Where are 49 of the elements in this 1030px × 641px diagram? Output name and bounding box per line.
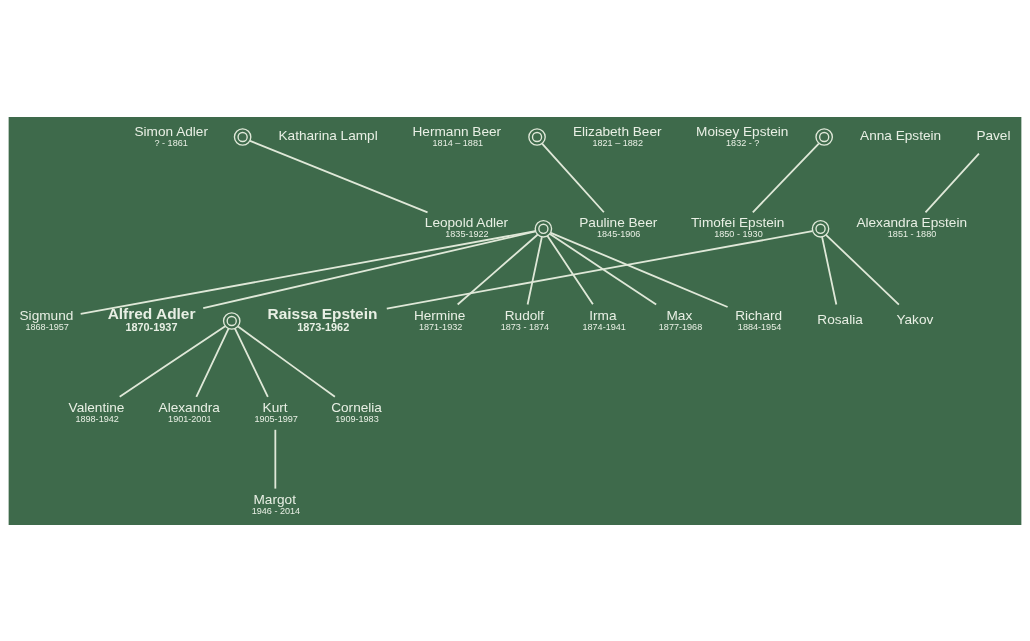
node-text: Raissa Epstein 1873-1962 (267, 304, 378, 333)
node-text: Margot 1946 - 2014 (251, 491, 301, 516)
node-text: Pauline Beer 1845-1906 (579, 214, 658, 239)
node-text: Hermann Beer 1814 – 1881 (412, 123, 502, 148)
node-text: Max 1877-1968 (658, 307, 703, 332)
node-text: Timofei Epstein 1850 - 1930 (691, 214, 785, 239)
node-text: Leopold Adler 1835-1922 (424, 214, 509, 239)
connector (456, 233, 539, 305)
connector (118, 324, 227, 398)
node-text: Hermine 1871-1932 (413, 307, 466, 332)
node-text: Alexandra 1901-2001 (158, 399, 220, 424)
node-text: Rudolf 1873 - 1874 (500, 307, 550, 332)
connector (541, 142, 605, 213)
connector (237, 325, 336, 398)
node-circle (233, 127, 252, 146)
node-text: Sigmund 1868-1957 (19, 307, 74, 332)
connector (751, 142, 820, 213)
node-text: Moisey Epstein 1832 - ? (696, 123, 789, 148)
node-text: Valentine 1898-1942 (68, 399, 125, 424)
node-text: Alexandra Epstein 1851 - 1880 (856, 214, 968, 239)
node-text: Alfred Adler 1870-1937 (107, 304, 196, 333)
node-text: Anna Epstein (860, 127, 942, 143)
connector (526, 235, 543, 305)
node-text: Katharina Lampl (278, 127, 378, 143)
node-text: Richard 1884-1954 (735, 307, 783, 332)
connector (79, 229, 537, 315)
connector (549, 232, 658, 305)
node-text: Irma 1874-1941 (582, 307, 626, 332)
connector (202, 230, 537, 309)
node-text: Yakov (896, 311, 934, 327)
node-text: Pavel (976, 127, 1011, 143)
node-circle (222, 311, 241, 330)
node-text: Elizabeth Beer 1821 – 1882 (572, 123, 662, 148)
connector (385, 229, 814, 309)
connector (195, 327, 230, 398)
node-text: Simon Adler ? - 1861 (134, 123, 208, 148)
connector (546, 234, 594, 305)
node-circle (534, 219, 553, 238)
connector (924, 152, 980, 213)
node-text: Rosalia (817, 311, 863, 327)
connector (234, 327, 269, 398)
node-text: Cornelia 1909-1983 (331, 399, 382, 424)
connector (821, 235, 838, 305)
connector (549, 231, 729, 308)
connector (274, 428, 277, 490)
connector (825, 233, 900, 306)
connector (249, 139, 429, 213)
node-circle (811, 219, 830, 238)
node-text: Kurt 1905-1997 (254, 399, 298, 424)
